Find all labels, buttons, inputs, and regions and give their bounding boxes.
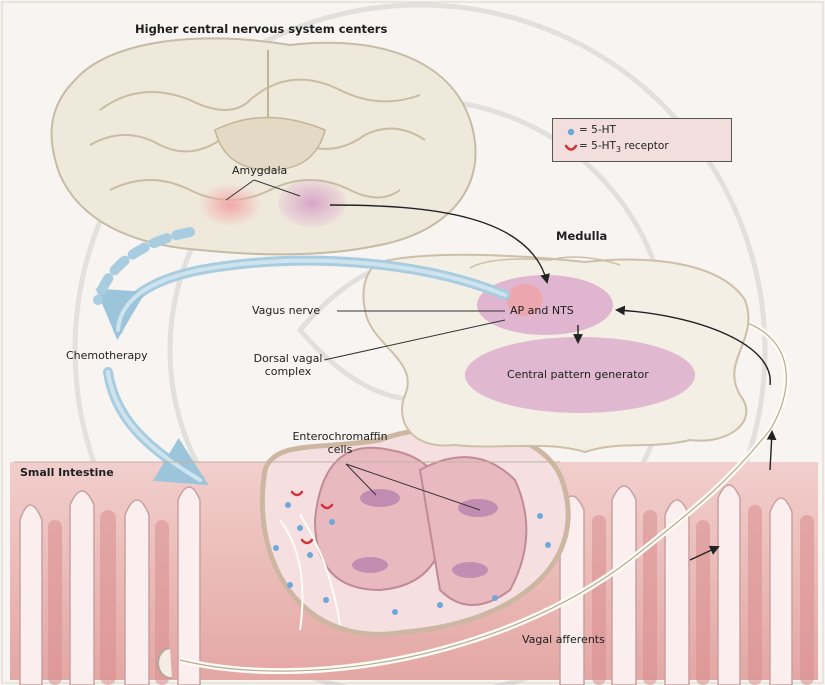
legend-receptor-prefix: = 5-HT [579, 140, 616, 152]
medulla-illustration [363, 255, 748, 452]
dorsal-vagal-line-1: Dorsal vagal [248, 352, 328, 365]
central-pattern-generator-label: Central pattern generator [507, 368, 649, 381]
legend-5ht3-receptor: = 5-HT3 receptor [579, 140, 669, 154]
amygdala-label: Amygdala [232, 164, 287, 177]
dorsal-vagal-complex-label: Dorsal vagal complex [248, 352, 328, 378]
brain-illustration [52, 38, 476, 254]
receptor-icon [566, 146, 576, 150]
legend-5ht: = 5-HT [579, 124, 616, 136]
medulla-label: Medulla [556, 229, 607, 243]
vagal-afferents-label: Vagal afferents [522, 633, 605, 646]
legend-receptor-suffix: receptor [621, 140, 669, 152]
enterochromaffin-cells-label: Enterochromaffin cells [285, 430, 395, 456]
enterochromaffin-line-2: cells [285, 443, 395, 456]
legend: = 5-HT = 5-HT3 receptor [552, 118, 732, 162]
dorsal-vagal-line-2: complex [248, 365, 328, 378]
diagram-title: Higher central nervous system centers [135, 22, 387, 36]
ap-nts-label: AP and NTS [510, 304, 574, 317]
legend-symbols [561, 121, 581, 161]
chemotherapy-label: Chemotherapy [66, 349, 148, 362]
small-intestine-label: Small Intestine [20, 466, 114, 479]
enterochromaffin-line-1: Enterochromaffin [285, 430, 395, 443]
vagus-nerve-label: Vagus nerve [252, 304, 320, 317]
serotonin-dot-icon [568, 129, 574, 135]
